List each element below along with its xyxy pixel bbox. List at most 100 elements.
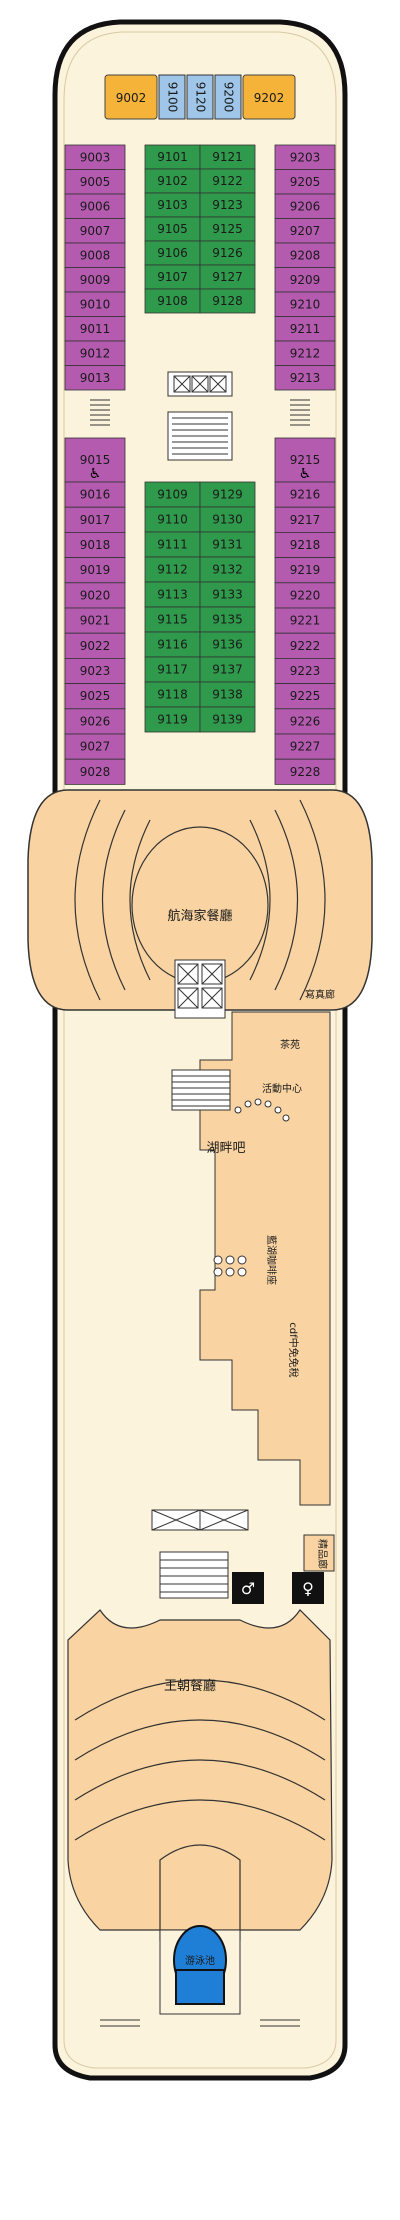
cabin-9209-label: 9209 <box>290 273 321 287</box>
cabin-9228[interactable] <box>274 758 336 785</box>
cabin-9013[interactable] <box>64 365 126 391</box>
cabin-9020-label: 9020 <box>80 588 111 602</box>
dynasty-restaurant-label: 王朝餐廳 <box>164 1678 216 1694</box>
cabin-9112-label: 9112 <box>157 563 188 577</box>
cabin-9129-label: 9129 <box>212 488 243 502</box>
cabin-9012[interactable] <box>64 340 126 366</box>
cabin-9101[interactable] <box>144 144 201 170</box>
cabin-9222[interactable] <box>274 632 336 659</box>
navigator-restaurant-area[interactable] <box>27 789 373 1011</box>
cabin-9132[interactable] <box>199 556 256 583</box>
cabin-9010[interactable] <box>64 291 126 317</box>
cabin-9117[interactable] <box>144 656 201 683</box>
cabin-9123-label: 9123 <box>212 198 243 212</box>
suite-9002-label: 9002 <box>116 91 147 105</box>
cabin-9227[interactable] <box>274 733 336 760</box>
aft-deck-steps <box>100 2019 300 2027</box>
cabin-9105[interactable] <box>144 216 201 242</box>
cabin-9026[interactable] <box>64 708 126 735</box>
cabin-9127[interactable] <box>199 264 256 290</box>
cabin-9008[interactable] <box>64 242 126 268</box>
cabin-9211-label: 9211 <box>290 322 321 336</box>
cabin-9210-label: 9210 <box>290 297 321 311</box>
cabin-9028[interactable] <box>64 758 126 785</box>
cabin-9132-label: 9132 <box>212 563 243 577</box>
cabin-9023[interactable] <box>64 658 126 685</box>
midship-elevator-cross <box>177 963 223 1009</box>
cabin-9138-label: 9138 <box>212 688 243 702</box>
cabin-9102[interactable] <box>144 168 201 194</box>
cabin-9125[interactable] <box>199 216 256 242</box>
cabin-9226[interactable] <box>274 708 336 735</box>
cabin-9200[interactable] <box>214 74 242 120</box>
cabin-9011-label: 9011 <box>80 322 111 336</box>
jewelry-shop[interactable] <box>303 1534 335 1572</box>
cabin-9136-label: 9136 <box>212 638 243 652</box>
cabin-9107[interactable] <box>144 264 201 290</box>
dynasty-restaurant-area[interactable] <box>67 1609 333 1931</box>
cabin-9208-label: 9208 <box>290 248 321 262</box>
cabin-9115[interactable] <box>144 606 201 633</box>
cabin-9138[interactable] <box>199 681 256 708</box>
cabin-9022-label: 9022 <box>80 639 111 653</box>
cabin-9217[interactable] <box>274 506 336 533</box>
cabin-9218[interactable] <box>274 532 336 559</box>
cabin-9128[interactable] <box>199 288 256 314</box>
suite-9202-label: 9202 <box>254 91 285 105</box>
cabin-9135[interactable] <box>199 606 256 633</box>
cabin-9206[interactable] <box>274 193 336 219</box>
cabin-9133-label: 9133 <box>212 588 243 602</box>
cabin-9003[interactable] <box>64 144 126 170</box>
cabin-9217-label: 9217 <box>290 513 321 527</box>
cabin-9120[interactable] <box>186 74 214 120</box>
cabin-9111-label: 9111 <box>157 538 188 552</box>
cabin-9006[interactable] <box>64 193 126 219</box>
cabin-9018-label: 9018 <box>80 538 111 552</box>
cabin-9005[interactable] <box>64 169 126 195</box>
cabin-9016[interactable] <box>64 481 126 508</box>
cabin-9219[interactable] <box>274 557 336 584</box>
cabin-9207[interactable] <box>274 218 336 244</box>
cabin-9220-label: 9220 <box>290 588 321 602</box>
cabin-9020[interactable] <box>64 582 126 609</box>
cabin-9109[interactable] <box>144 481 201 508</box>
suite-9002[interactable] <box>104 74 158 120</box>
cabin-9100[interactable] <box>158 74 186 120</box>
suite-9202[interactable] <box>242 74 296 120</box>
cabin-9122[interactable] <box>199 168 256 194</box>
cafe-seating-circles <box>213 1255 247 1277</box>
cabin-9139[interactable] <box>199 706 256 733</box>
cabin-9119[interactable] <box>144 706 201 733</box>
starboard-cabins-lower: 9215♿92169217921892199220922192229223922… <box>274 437 336 785</box>
cabin-9226-label: 9226 <box>290 714 321 728</box>
cabin-9018[interactable] <box>64 532 126 559</box>
restroom-right <box>292 1572 324 1604</box>
cabin-9221[interactable] <box>274 607 336 634</box>
cabin-9009[interactable] <box>64 267 126 293</box>
cabin-9220[interactable] <box>274 582 336 609</box>
cabin-9121[interactable] <box>199 144 256 170</box>
cabin-9113-label: 9113 <box>157 588 188 602</box>
cabin-9007[interactable] <box>64 218 126 244</box>
cabin-9108[interactable] <box>144 288 201 314</box>
port-cabins-lower: 9015♿90169017901890199020902190229023902… <box>64 437 126 785</box>
cabin-9136[interactable] <box>199 631 256 658</box>
cabin-9212[interactable] <box>274 340 336 366</box>
cabin-9106[interactable] <box>144 240 201 266</box>
cabin-9103[interactable] <box>144 192 201 218</box>
cabin-9223[interactable] <box>274 658 336 685</box>
cabin-9123[interactable] <box>199 192 256 218</box>
cabin-9210[interactable] <box>274 291 336 317</box>
cabin-9129[interactable] <box>199 481 256 508</box>
mid-public-area[interactable] <box>199 1011 331 1506</box>
cabin-9011[interactable] <box>64 316 126 342</box>
cabin-9021[interactable] <box>64 607 126 634</box>
cabin-9213-label: 9213 <box>290 371 321 385</box>
cabin-9017[interactable] <box>64 506 126 533</box>
cabin-9215[interactable] <box>274 437 336 483</box>
cabin-9022[interactable] <box>64 632 126 659</box>
cdf-duty-free-label: cdf中免免稅 <box>287 1322 300 1377</box>
cabin-9213[interactable] <box>274 365 336 391</box>
cabin-9125-label: 9125 <box>212 222 243 236</box>
